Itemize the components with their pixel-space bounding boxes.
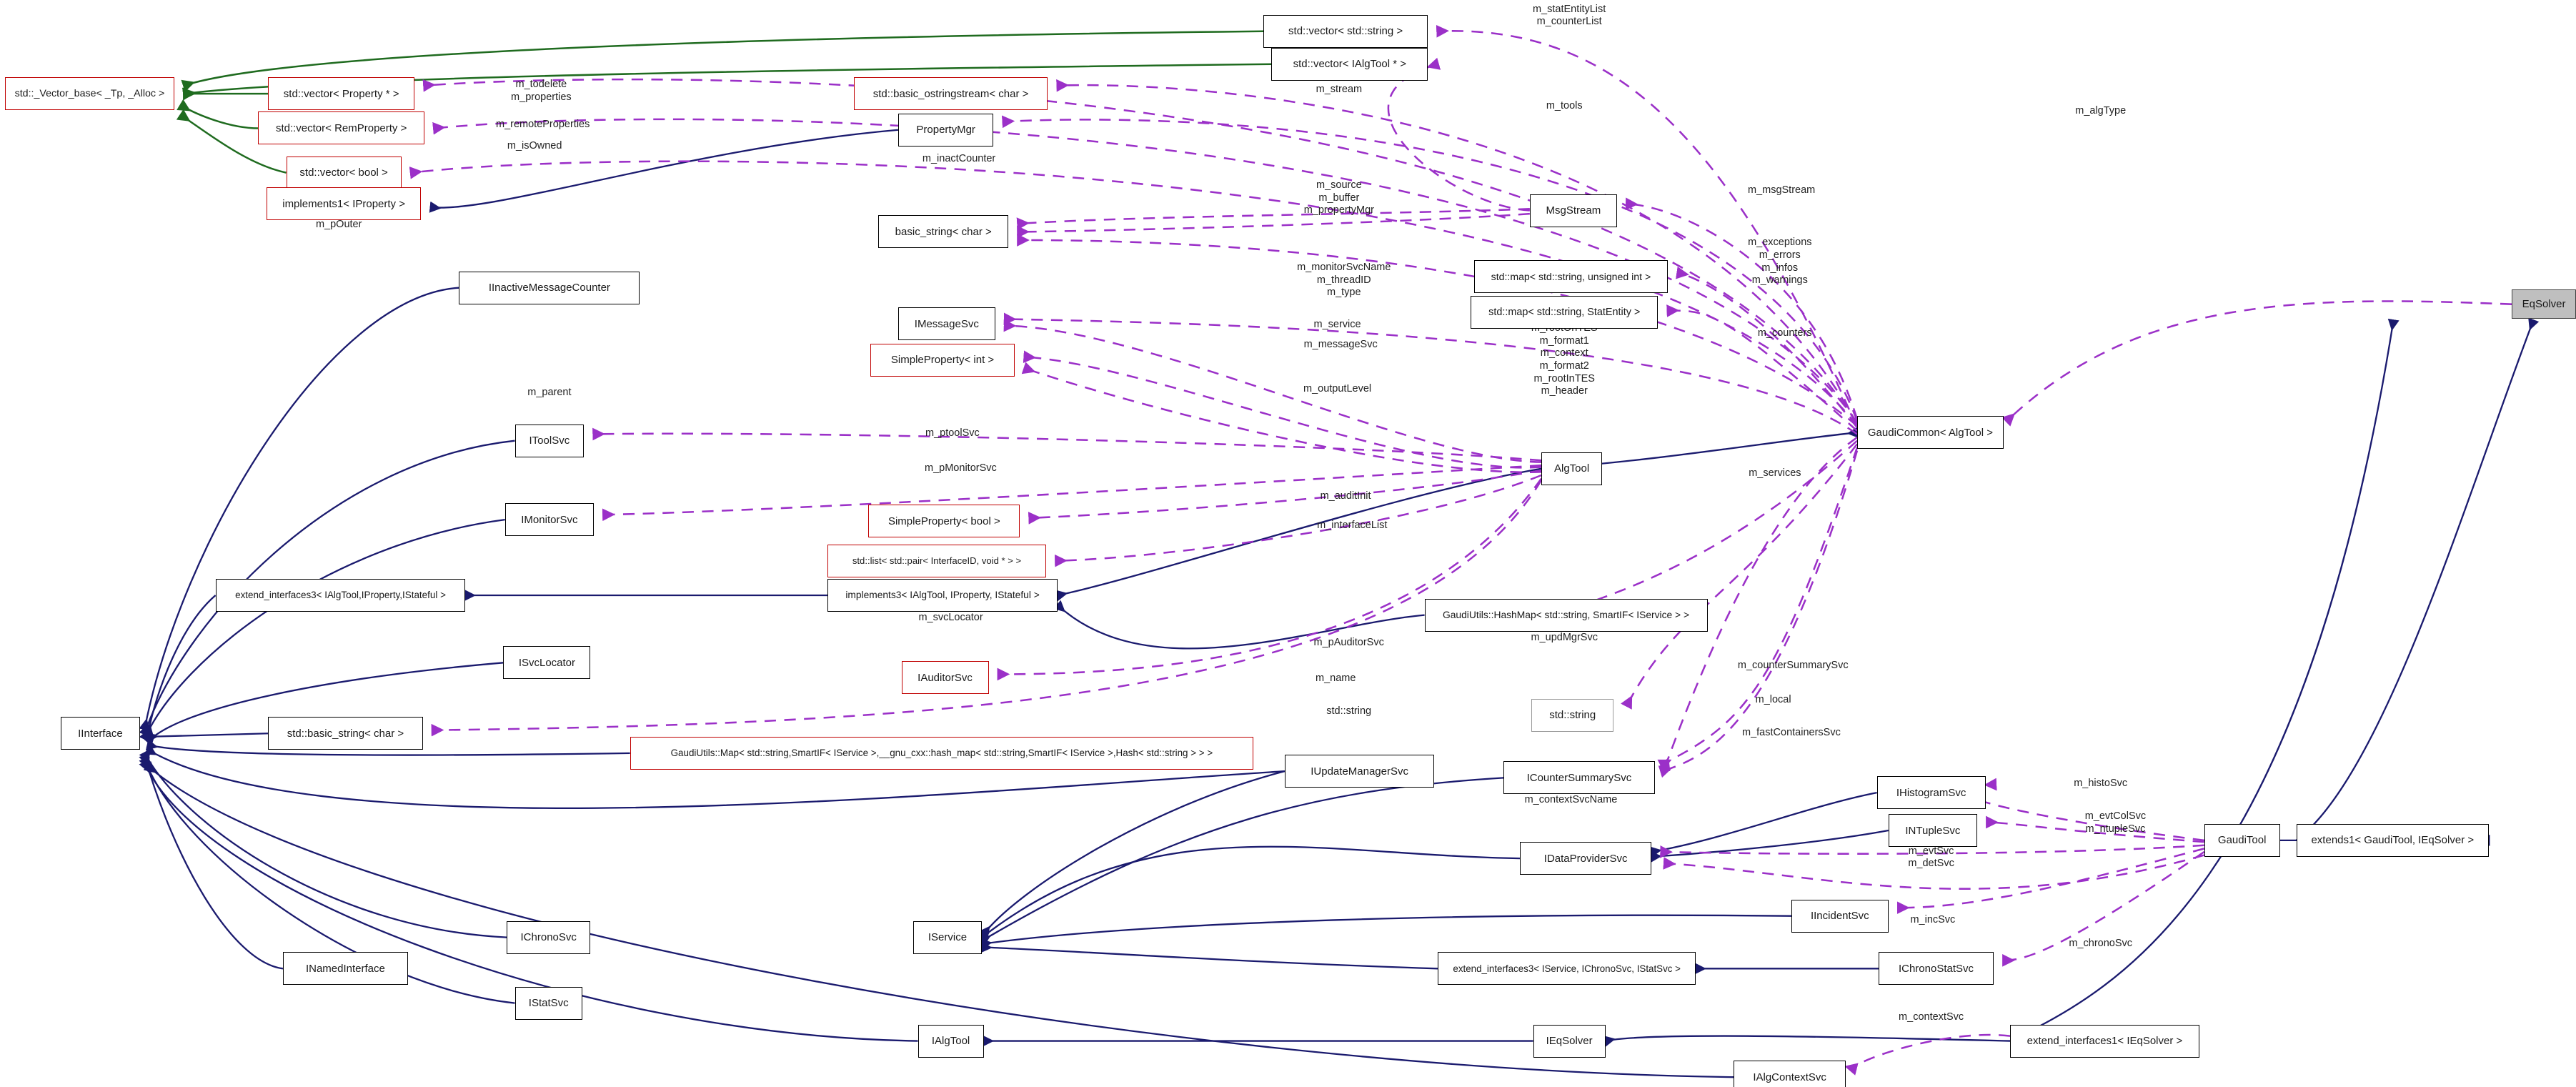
- edge-label-lbl_service: m_service: [1313, 319, 1361, 331]
- node-gauditool[interactable]: GaudiTool: [2204, 823, 2280, 857]
- node-idataprovidersvc[interactable]: IDataProviderSvc: [1520, 842, 1652, 875]
- node-ialgtool[interactable]: IAlgTool: [917, 1024, 984, 1058]
- node-simpleproperty_int[interactable]: SimpleProperty< int >: [870, 343, 1015, 377]
- node-eqsolver[interactable]: EqSolver: [2512, 289, 2576, 319]
- edge-label-lbl_stream: m_stream: [1316, 84, 1363, 96]
- edge-label-lbl_auditinit: m_auditInit: [1320, 490, 1371, 502]
- node-gaudicommon_algtool[interactable]: GaudiCommon< AlgTool >: [1857, 416, 2004, 450]
- node-ichronostatsvc[interactable]: IChronoStatSvc: [1878, 952, 1994, 986]
- node-implements1_iprop[interactable]: implements1< IProperty >: [266, 187, 422, 221]
- edge-label-lbl_services: m_services: [1749, 467, 1801, 479]
- node-imessagesvc[interactable]: IMessageSvc: [897, 307, 995, 341]
- edge-label-lbl_pouter: m_pOuter: [315, 219, 362, 231]
- edge-label-lbl_outputlevel: m_outputLevel: [1303, 383, 1372, 395]
- edge-label-lbl_messagesvc: m_messageSvc: [1303, 339, 1378, 351]
- edge-label-lbl_updmgrsvc: m_updMgrSvc: [1531, 631, 1598, 643]
- edge-label-lbl_msgstream: m_msgStream: [1747, 184, 1816, 196]
- edge-label-lbl_contextsvcname: m_contextSvcName: [1524, 794, 1618, 806]
- node-intuplesvc[interactable]: INTupleSvc: [1888, 814, 1978, 848]
- edge-label-lbl_isowned: m_isOwned: [507, 139, 562, 152]
- node-vector_ialgtool_p[interactable]: std::vector< IAlgTool * >: [1271, 47, 1428, 81]
- edge-label-lbl_svclocator: m_svcLocator: [918, 611, 983, 623]
- edge-label-lbl_rootontes: m_rootOnTESm_format1m_contextm_format2m_…: [1531, 322, 1598, 397]
- node-isvclocator[interactable]: ISvcLocator: [503, 646, 591, 680]
- node-map_string_uint[interactable]: std::map< std::string, unsigned int >: [1473, 259, 1669, 293]
- node-ieqsolver[interactable]: IEqSolver: [1533, 1024, 1606, 1058]
- node-list_pair_ifaceid[interactable]: std::list< std::pair< InterfaceID, void …: [827, 544, 1047, 577]
- node-iinterface[interactable]: IInterface: [61, 717, 140, 750]
- node-imonitorsvc[interactable]: IMonitorSvc: [504, 503, 595, 537]
- node-extend_if1_ieqsolv[interactable]: extend_interfaces1< IEqSolver >: [2010, 1024, 2199, 1058]
- node-vector_string[interactable]: std::vector< std::string >: [1263, 14, 1428, 48]
- node-algtool[interactable]: AlgTool: [1541, 452, 1603, 485]
- node-iinactivemsgcounter[interactable]: IInactiveMessageCounter: [459, 271, 640, 304]
- edge-label-lbl_string: std::string: [1326, 705, 1372, 718]
- edge-label-lbl_name: m_name: [1316, 672, 1356, 685]
- edge-label-lbl_histosvc: m_histoSvc: [2074, 778, 2128, 790]
- node-basic_string_char2[interactable]: std::basic_string< char >: [268, 717, 423, 750]
- usage-edges: [409, 24, 2512, 1076]
- node-basic_string_char[interactable]: basic_string< char >: [878, 215, 1009, 249]
- inheritance-edges: [139, 129, 2540, 1078]
- edge-label-lbl_remoteprops: m_remoteProperties: [495, 118, 590, 130]
- edge-label-lbl_parent: m_parent: [527, 386, 572, 398]
- edge-label-lbl_contextsvc: m_contextSvc: [1899, 1011, 1964, 1023]
- node-itoolsvc[interactable]: IToolSvc: [514, 424, 585, 457]
- node-implements3_algtool[interactable]: implements3< IAlgTool, IProperty, IState…: [827, 578, 1058, 612]
- node-simpleproperty_bool[interactable]: SimpleProperty< bool >: [868, 505, 1020, 538]
- node-map_string_statent[interactable]: std::map< std::string, StatEntity >: [1471, 296, 1659, 329]
- node-vector_property_p[interactable]: std::vector< Property * >: [268, 77, 415, 111]
- edge-label-lbl_pauditorsvc: m_pAuditorSvc: [1313, 636, 1384, 648]
- node-msgstream[interactable]: MsgStream: [1529, 194, 1617, 227]
- edge-label-lbl_incsvc: m_incSvc: [1910, 914, 1956, 926]
- node-ialgcontextsvc[interactable]: IAlgContextSvc: [1734, 1061, 1846, 1087]
- edge-label-lbl_local: m_local: [1755, 694, 1791, 706]
- node-basic_ostringstream[interactable]: std::basic_ostringstream< char >: [853, 77, 1048, 111]
- edge-label-lbl_ptoolsvc: m_ptoolSvc: [925, 427, 980, 440]
- node-extend_if3_iservice[interactable]: extend_interfaces3< IService, IChronoSvc…: [1437, 952, 1696, 986]
- node-hashmap_iservice[interactable]: GaudiUtils::HashMap< std::string, SmartI…: [1424, 598, 1708, 632]
- node-iincidentsvc[interactable]: IIncidentSvc: [1791, 899, 1889, 933]
- node-vector_remproperty[interactable]: std::vector< RemProperty >: [258, 111, 424, 145]
- node-vector_bool[interactable]: std::vector< bool >: [286, 156, 402, 189]
- node-gaudiutils_map[interactable]: GaudiUtils::Map< std::string,SmartIF< IS…: [630, 736, 1254, 770]
- edge-label-lbl_interfacelist: m_interfaceList: [1317, 520, 1388, 532]
- node-istatsvc[interactable]: IStatSvc: [514, 986, 582, 1020]
- edge-label-lbl_fastcontainers: m_fastContainersSvc: [1742, 727, 1841, 739]
- node-propertymgr[interactable]: PropertyMgr: [897, 113, 994, 147]
- node-extend_if3_algtool[interactable]: extend_interfaces3< IAlgTool,IProperty,I…: [215, 578, 466, 612]
- node-ihistogramsvc[interactable]: IHistogramSvc: [1876, 776, 1986, 810]
- node-iupdatemanagersvc[interactable]: IUpdateManagerSvc: [1284, 755, 1435, 788]
- node-vector_base[interactable]: std::_Vector_base< _Tp, _Alloc >: [4, 77, 174, 111]
- edge-label-lbl_pmonitorsvc: m_pMonitorSvc: [925, 462, 997, 474]
- node-extends1_gauditool[interactable]: extends1< GaudiTool, IEqSolver >: [2296, 823, 2489, 857]
- node-iservice[interactable]: IService: [912, 920, 983, 954]
- node-icountersummarysvc[interactable]: ICounterSummarySvc: [1503, 761, 1655, 795]
- edge-label-lbl_counters: m_counters: [1757, 327, 1812, 339]
- edge-label-lbl_tools: m_tools: [1546, 100, 1583, 112]
- edge-label-lbl_algtype: m_algType: [2075, 105, 2127, 117]
- node-ichronosvc[interactable]: IChronoSvc: [507, 920, 591, 954]
- edge-label-lbl_countersummary: m_counterSummarySvc: [1737, 659, 1849, 671]
- node-std_string[interactable]: std::string: [1531, 698, 1614, 732]
- node-iauditorsvc[interactable]: IAuditorSvc: [901, 661, 989, 695]
- edge-label-lbl_chronosvc: m_chronoSvc: [2069, 937, 2133, 949]
- node-inamedinterface[interactable]: INamedInterface: [282, 952, 408, 986]
- edge-label-lbl_inactcount: m_inactCounter: [922, 152, 996, 164]
